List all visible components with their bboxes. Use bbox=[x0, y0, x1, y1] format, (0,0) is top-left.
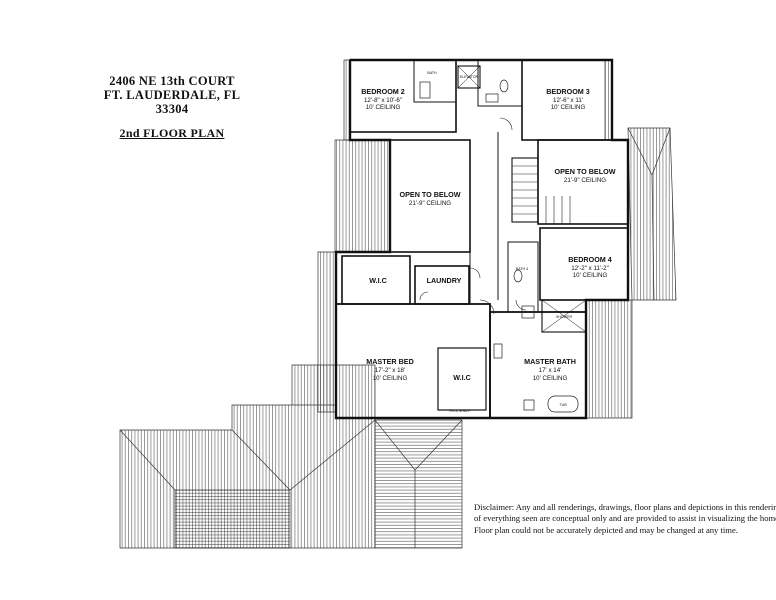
bedroom-2-name: BEDROOM 2 bbox=[361, 87, 405, 96]
bedroom-2-ceiling: 10' CEILING bbox=[366, 104, 401, 111]
shelf-label: RS & SHELF bbox=[450, 409, 472, 413]
master-bed-dims: 17'-2" x 18' bbox=[375, 367, 405, 374]
room-label-bedroom-3: BEDROOM 3 12'-6" x 11' 10' CEILING bbox=[546, 87, 590, 111]
bedroom-4-dims: 12'-2" x 11'-2" bbox=[571, 265, 609, 272]
shower-label: SHOWER bbox=[556, 315, 573, 319]
bedroom-3-name: BEDROOM 3 bbox=[546, 87, 590, 96]
disclaimer-line-1: Disclaimer: Any and all renderings, draw… bbox=[474, 502, 776, 512]
master-bed-ceiling: 10' CEILING bbox=[373, 375, 408, 382]
room-label-open-left: OPEN TO BELOW 21'-9" CEILING bbox=[400, 190, 461, 207]
disclaimer: Disclaimer: Any and all renderings, draw… bbox=[474, 502, 776, 536]
bath-label: BATH bbox=[427, 71, 437, 75]
bath-fixtures bbox=[419, 79, 579, 413]
open-left-name: OPEN TO BELOW bbox=[400, 190, 461, 199]
open-left-ceiling: 21'-9" CEILING bbox=[409, 200, 451, 207]
open-right-name: OPEN TO BELOW bbox=[555, 167, 616, 176]
wic-master-name: W.I.C bbox=[453, 373, 471, 382]
roof-right bbox=[585, 59, 677, 419]
bedroom-4-ceiling: 10' CEILING bbox=[573, 272, 608, 279]
tub-label: TUB bbox=[559, 403, 567, 407]
room-label-master-bed: MASTER BED 17'-2" x 18' 10' CEILING bbox=[366, 357, 414, 382]
master-bed-name: MASTER BED bbox=[366, 357, 414, 366]
room-label-master-bath: MASTER BATH 17' x 14' 10' CEILING bbox=[524, 357, 576, 382]
stair-treads bbox=[512, 165, 571, 224]
laundry-name: LAUNDRY bbox=[427, 276, 462, 285]
room-label-open-right: OPEN TO BELOW 21'-9" CEILING bbox=[555, 167, 616, 184]
open-right-ceiling: 21'-9" CEILING bbox=[564, 177, 606, 184]
title-block: 2406 NE 13th COURT FT. LAUDERDALE, FL 33… bbox=[92, 74, 252, 140]
bath-4-label: BATH 4 bbox=[516, 267, 528, 271]
master-bath-ceiling: 10' CEILING bbox=[533, 375, 568, 382]
wic-upper-name: W.I.C bbox=[369, 276, 387, 285]
roof-lower-left bbox=[119, 364, 463, 549]
door-swings bbox=[419, 117, 527, 315]
bedroom-2-dims: 12'-8" x 10'-6" bbox=[364, 97, 402, 104]
address-line-1: 2406 NE 13th COURT bbox=[109, 74, 235, 88]
disclaimer-line-3: Floor plan could not be accurately depic… bbox=[474, 524, 738, 535]
walls bbox=[334, 58, 630, 420]
disclaimer-line-2: of everything seen are conceptual only a… bbox=[474, 513, 776, 524]
room-label-bedroom-2: BEDROOM 2 12'-8" x 10'-6" 10' CEILING bbox=[361, 87, 405, 111]
room-label-bedroom-4: BEDROOM 4 12'-2" x 11'-2" 10' CEILING bbox=[568, 255, 612, 279]
elevator-label: ELEVATOR bbox=[460, 75, 479, 79]
bedroom-3-dims: 12'-6" x 11' bbox=[553, 97, 583, 104]
bedroom-3-ceiling: 10' CEILING bbox=[551, 104, 586, 111]
master-bath-dims: 17' x 14' bbox=[539, 367, 562, 374]
bedroom-4-name: BEDROOM 4 bbox=[568, 255, 612, 264]
plan-name: 2nd FLOOR PLAN bbox=[119, 126, 225, 140]
master-bath-name: MASTER BATH bbox=[524, 357, 576, 366]
address-line-2: FT. LAUDERDALE, FL 33304 bbox=[103, 88, 241, 116]
